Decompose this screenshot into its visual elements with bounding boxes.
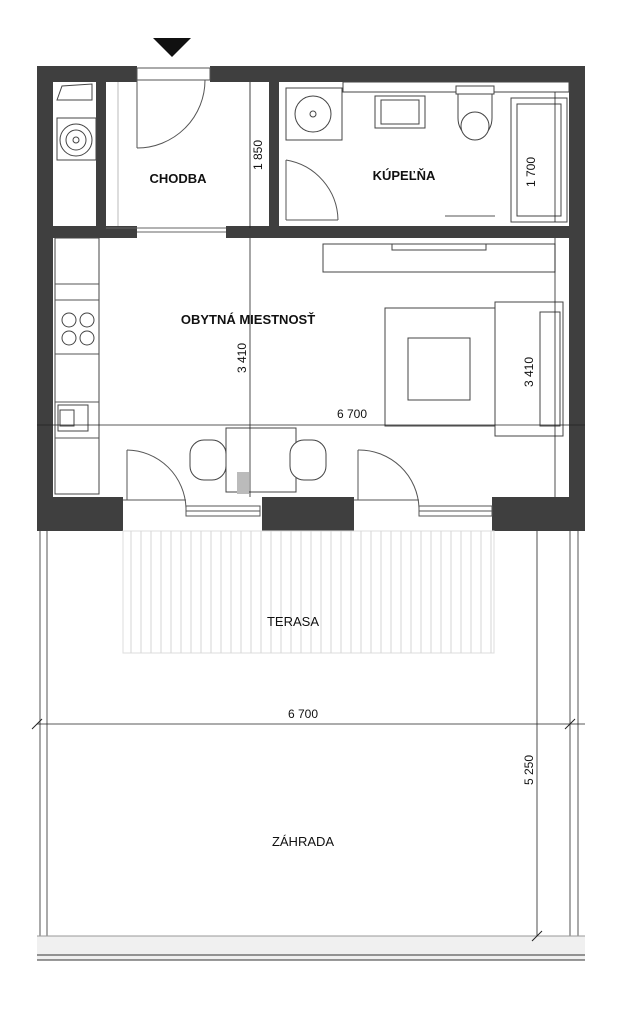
terrace-doors <box>126 449 420 509</box>
dim-garden-height: 5 250 <box>522 755 536 785</box>
living-room-furniture <box>54 237 564 495</box>
room-label-kupelna: KÚPEĽŇA <box>373 168 436 183</box>
area-label-zahrada: ZÁHRADA <box>272 834 334 849</box>
terrace-deck <box>122 530 495 654</box>
dim-living-width: 6 700 <box>337 407 367 421</box>
entrance-door <box>136 67 211 149</box>
dim-garden-width: 6 700 <box>288 707 318 721</box>
dim-chodba-height: 1 850 <box>251 140 265 170</box>
room-label-obytna-miestnost: OBYTNÁ MIESTNOSŤ <box>181 312 315 327</box>
utility-room <box>56 83 97 161</box>
room-label-chodba: CHODBA <box>149 171 207 186</box>
terrace-windows <box>123 499 493 517</box>
area-label-terasa: TERASA <box>267 614 319 629</box>
dim-living-height-right: 3 410 <box>522 357 536 387</box>
dimension-lines <box>31 82 585 942</box>
walls <box>37 66 585 531</box>
chodba-details <box>106 82 251 233</box>
entrance-arrow-icon <box>153 38 191 57</box>
dim-bath-height: 1 700 <box>524 157 538 187</box>
garden-border <box>37 531 585 961</box>
dim-living-height-left: 3 410 <box>235 343 249 373</box>
bathroom-fixtures <box>285 81 570 223</box>
